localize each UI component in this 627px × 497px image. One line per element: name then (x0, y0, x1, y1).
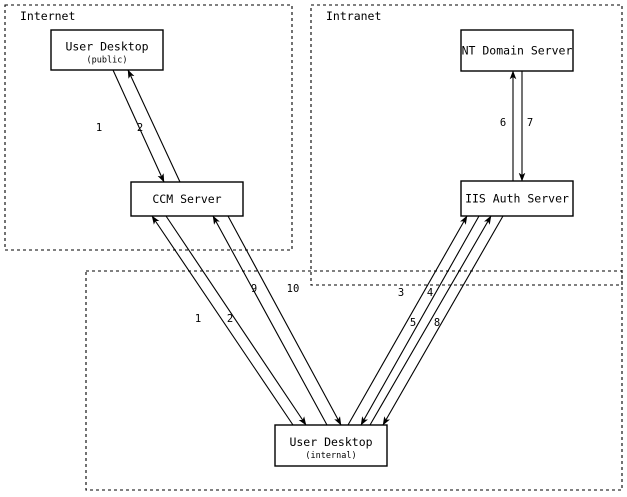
zones-layer: Internet Intranet (4, 4, 623, 491)
flow-line-flow-8 (382, 215, 504, 426)
node-box-iis-auth-server (460, 180, 574, 217)
edge-label-label-8: 8 (434, 317, 440, 329)
node-ccm-server[interactable]: CCM Server (130, 181, 244, 217)
node-title-ccm-server: CCM Server (152, 192, 221, 206)
node-iis-auth-server[interactable]: IIS Auth Server (460, 180, 574, 217)
edge-label-label-4: 4 (427, 287, 433, 299)
zone-label-intranet: Intranet (326, 9, 381, 23)
node-box-ccm-server (130, 181, 244, 217)
flow-line-flow-2-internal (165, 215, 307, 426)
node-user-desktop-public[interactable]: User Desktop (public) (50, 29, 164, 71)
flow-line-flow-1-public (112, 69, 165, 183)
zone-label-internet: Internet (20, 9, 75, 23)
flow-line-flow-5 (369, 215, 492, 426)
flow-line-flow-4 (360, 215, 480, 426)
node-title-user-desktop-internal: User Desktop (289, 435, 372, 449)
node-box-nt-domain-server (460, 29, 574, 72)
edge-label-label-7: 7 (527, 117, 533, 129)
nodes-layer: User Desktop (public) CCM Server NT Domain … (50, 29, 574, 467)
node-box-user-desktop-public (50, 29, 164, 71)
flow-line-flow-2-public (127, 69, 181, 183)
node-subtitle-user-desktop-public: (public) (87, 56, 128, 66)
edge-label-label-9: 9 (251, 283, 257, 295)
node-title-user-desktop-public: User Desktop (65, 40, 148, 54)
flow-line-flow-3 (347, 215, 468, 426)
edge-label-label-6: 6 (500, 117, 506, 129)
flow-line-flow-1-internal (151, 215, 294, 426)
node-nt-domain-server[interactable]: NT Domain Server (460, 29, 574, 72)
node-title-iis-auth-server: IIS Auth Server (465, 192, 569, 206)
edge-label-label-1-internal: 1 (195, 313, 201, 325)
flows-layer (112, 69, 526, 426)
node-subtitle-user-desktop-internal: (internal) (305, 451, 356, 461)
edge-label-label-5: 5 (410, 317, 416, 329)
edge-label-label-10: 10 (287, 283, 300, 295)
zone-boundary-internal (85, 270, 623, 491)
edge-label-label-1-public: 1 (96, 122, 102, 134)
node-box-user-desktop-internal (274, 424, 388, 467)
flow-line-flow-10 (227, 215, 342, 426)
edge-label-label-2-public: 2 (137, 122, 143, 134)
zone-boundary-intranet (310, 4, 623, 286)
edge-labels-layer: 1 2 6 7 9 10 3 4 1 2 5 8 (96, 117, 533, 329)
flow-line-flow-9 (212, 215, 328, 426)
node-title-nt-domain-server: NT Domain Server (462, 44, 573, 58)
edge-label-label-2-internal: 2 (227, 313, 233, 325)
node-user-desktop-internal[interactable]: User Desktop (internal) (274, 424, 388, 467)
zone-boundary-internet (4, 4, 293, 251)
edge-label-label-3: 3 (398, 287, 404, 299)
